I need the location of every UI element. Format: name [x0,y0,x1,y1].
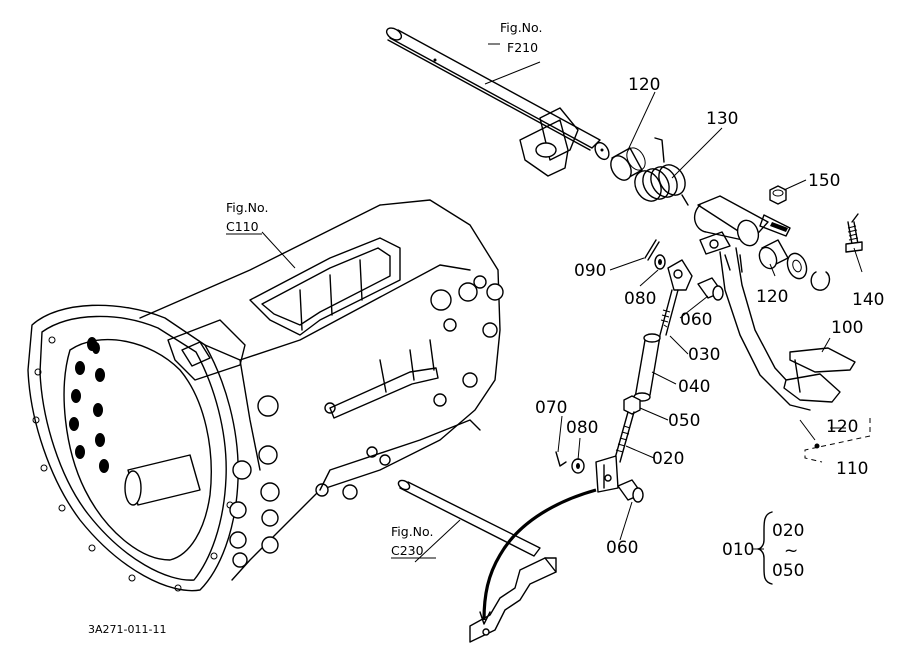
part-label-060-top[interactable]: 060 [680,310,712,330]
part-label-040[interactable]: 040 [678,377,710,397]
clutch-shaft-upper [385,27,610,177]
assembly-range-symbol: ~ [784,541,798,561]
part-label-030[interactable]: 030 [688,345,720,365]
part-label-080-low[interactable]: 080 [566,418,598,438]
fig-ref-number: F210 [507,40,538,55]
bushing-top [610,147,646,181]
drawing-code: 3A271-011-11 [88,623,166,636]
part-label-120-low[interactable]: 120 [826,417,858,437]
pivot-hardware [758,185,863,291]
part-label-120-mid[interactable]: 120 [756,287,788,307]
part-label-020[interactable]: 020 [652,449,684,469]
figure-ref-f210[interactable]: Fig.No. F210 [500,20,542,55]
fig-ref-number: C110 [226,219,259,234]
fig-ref-label: Fig.No. [226,200,268,215]
part-label-150[interactable]: 150 [808,171,840,191]
part-label-070[interactable]: 070 [535,398,567,418]
assembly-note: 010 020 ~ 050 [722,511,804,585]
figure-ref-c230[interactable]: Fig.No. C230 [391,524,436,559]
release-shaft-lower [397,479,597,643]
part-label-130[interactable]: 130 [706,109,738,129]
clutch-rod-assembly [555,239,724,503]
assembly-parent-number[interactable]: 010 [722,540,754,560]
fig-ref-label: Fig.No. [500,20,542,35]
part-label-140[interactable]: 140 [852,290,884,310]
part-number-labels: 120 130 150 140 120 100 120 110 090 080 … [535,75,884,558]
transmission-housing [27,199,504,592]
flange-bolt-holes [32,336,234,592]
part-label-090[interactable]: 090 [574,261,606,281]
assembly-range-from: 020 [772,521,804,541]
part-label-120-top[interactable]: 120 [628,75,660,95]
part-label-080-top[interactable]: 080 [624,289,656,309]
clutch-pedal [693,195,856,449]
fig-ref-number: C230 [391,543,424,558]
pedal-assy-bracket [804,418,871,463]
assembly-range-to: 050 [772,561,804,581]
leader-lines [261,43,863,563]
part-label-100[interactable]: 100 [831,318,863,338]
part-label-060-low[interactable]: 060 [606,538,638,558]
part-label-050[interactable]: 050 [668,411,700,431]
part-label-110[interactable]: 110 [836,459,868,479]
figure-ref-c110[interactable]: Fig.No. C110 [226,200,268,235]
fig-ref-label: Fig.No. [391,524,433,539]
